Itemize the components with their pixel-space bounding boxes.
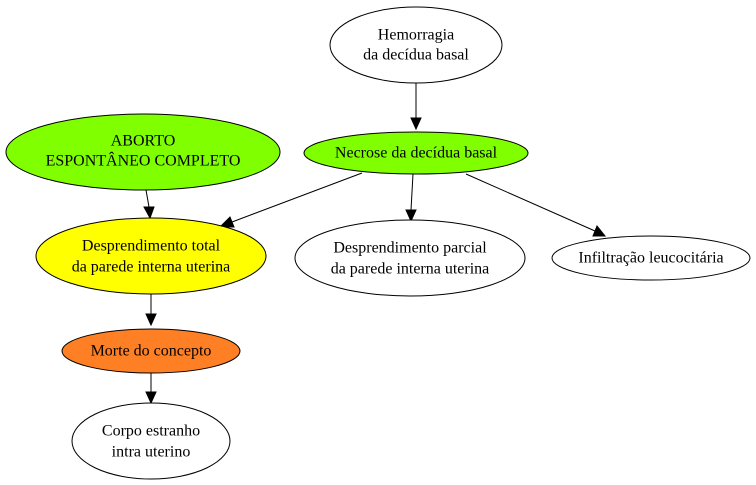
edge-hemorragia-necrose xyxy=(410,83,422,131)
node-desp-total-label-line-2: da parede interna uterina xyxy=(72,259,231,276)
node-infiltracao-label: Infiltração leucocitária xyxy=(578,250,723,267)
edge-aborto-desp-total xyxy=(143,189,155,220)
node-hemorragia: Hemorragia da decídua basal xyxy=(329,6,503,84)
node-desp-total-label-line-1: Desprendimento total xyxy=(82,238,221,255)
node-hemorragia-label-line-2: da decídua basal xyxy=(363,47,469,64)
node-hemorragia-label-line-1: Hemorragia xyxy=(378,27,454,44)
node-morte: Morte do concepto xyxy=(61,328,241,374)
edge-necrose-infiltracao xyxy=(465,173,607,237)
node-desp-parcial: Desprendimento parcial da parede interna… xyxy=(294,219,526,297)
node-corpo: Corpo estranho intra uterino xyxy=(71,402,231,480)
edge-desp-total-morte xyxy=(145,294,157,327)
node-corpo-label-line-1: Corpo estranho xyxy=(102,423,200,440)
node-necrose: Necrose da decídua basal xyxy=(303,131,529,175)
node-desp-parcial-label-line-2: da parede interna uterina xyxy=(331,261,490,278)
node-desp-total: Desprendimento total da parede interna u… xyxy=(35,217,267,295)
node-necrose-label: Necrose da decídua basal xyxy=(335,145,498,162)
edge-morte-corpo xyxy=(145,373,157,405)
node-infiltracao: Infiltração leucocitária xyxy=(551,235,751,281)
node-aborto-label-line-1: ABORTO xyxy=(111,133,176,150)
edge-necrose-desp-total xyxy=(218,172,363,228)
edge-necrose-desp-parcial xyxy=(405,173,417,223)
node-morte-label: Morte do concepto xyxy=(91,343,212,360)
node-desp-parcial-label-line-1: Desprendimento parcial xyxy=(333,240,487,257)
edges xyxy=(143,83,607,405)
node-aborto: ABORTO ESPONTÂNEO COMPLETO xyxy=(5,113,281,191)
node-corpo-label-line-2: intra uterino xyxy=(112,444,191,461)
node-aborto-label-line-2: ESPONTÂNEO COMPLETO xyxy=(46,151,241,170)
